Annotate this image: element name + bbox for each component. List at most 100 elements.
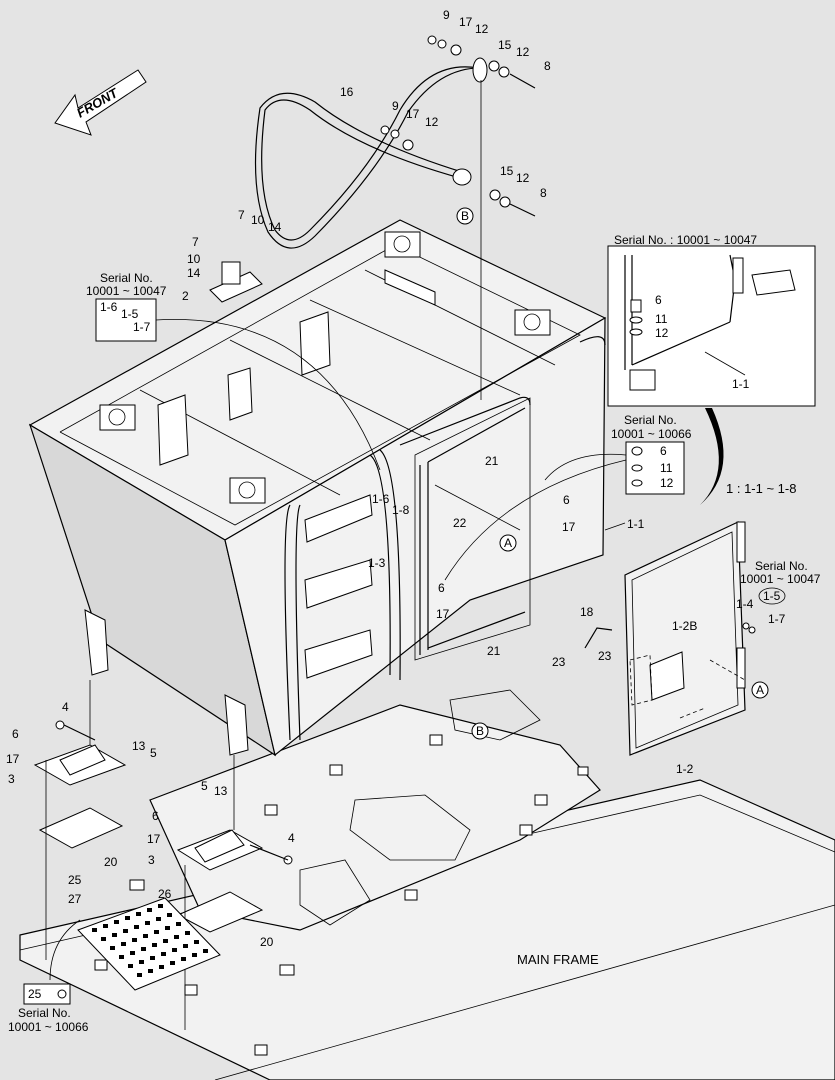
callout-6b: 6 xyxy=(438,581,445,595)
serial-top-left-part-16: 1-6 xyxy=(100,300,118,314)
serial-top-left-part-15: 1-5 xyxy=(121,307,139,321)
step-hole xyxy=(110,946,115,950)
step-hole xyxy=(158,904,163,908)
step-hole xyxy=(119,955,124,959)
serial-bottom-left-line2: 10001 ~ 10066 xyxy=(8,1020,89,1034)
step-hole xyxy=(147,908,152,912)
serial-mid-right-line2: 10001 ~ 10066 xyxy=(611,427,692,441)
callout-25: 25 xyxy=(68,873,82,887)
step-hole xyxy=(159,965,164,969)
step-hole xyxy=(150,956,155,960)
callout-17f: 17 xyxy=(147,832,161,846)
step-hole xyxy=(101,937,106,941)
callout-6c: 6 xyxy=(12,727,19,741)
inset-panel-label: 1-1 xyxy=(732,377,750,391)
step-hole xyxy=(165,926,170,930)
hinge-right xyxy=(176,755,293,1030)
callout-15b: 15 xyxy=(500,164,514,178)
callout-7b: 7 xyxy=(192,235,199,249)
step-hole xyxy=(132,938,137,942)
callout-10a: 10 xyxy=(251,213,265,227)
step-hole xyxy=(170,961,175,965)
callout-A2: A xyxy=(756,683,764,697)
serial-box-mid-right: Serial No. 10001 ~ 10066 6 11 12 xyxy=(444,413,692,581)
step-hole xyxy=(141,947,146,951)
step-hole xyxy=(143,934,148,938)
step-hole xyxy=(161,952,166,956)
callout-17d: 17 xyxy=(436,607,450,621)
callout-2: 2 xyxy=(182,289,189,303)
step-hole xyxy=(174,935,179,939)
callout-18: 18 xyxy=(580,605,594,619)
serial-mid-right-part-6: 6 xyxy=(660,444,667,458)
callout-17b: 17 xyxy=(406,107,420,121)
inset-bolt xyxy=(629,299,643,336)
inset-serial: Serial No. : 10001 ~ 10047 xyxy=(614,233,757,247)
serial-mid-right-line1: Serial No. xyxy=(624,413,677,427)
callout-1-1: 1-1 xyxy=(627,517,645,531)
step-hole xyxy=(194,940,199,944)
inset-part-6: 6 xyxy=(655,293,662,307)
callout-8a: 8 xyxy=(544,59,551,73)
callout-12b: 12 xyxy=(516,45,530,59)
step-hole xyxy=(154,930,159,934)
serial-box-top-left: Serial No. 10001 ~ 10047 1-6 1-5 1-7 xyxy=(86,271,381,471)
callout-3a: 3 xyxy=(8,772,15,786)
callout-B1: B xyxy=(461,209,469,223)
callout-9b: 9 xyxy=(392,99,399,113)
front-arrow: FRONT xyxy=(54,69,147,136)
step-hole xyxy=(156,917,161,921)
step-hole xyxy=(136,912,141,916)
callout-3b: 3 xyxy=(148,853,155,867)
serial-box-bottom-left: 25 Serial No. 10001 ~ 10066 xyxy=(8,919,89,1034)
main-frame-label: MAIN FRAME xyxy=(517,952,599,967)
callout-20b: 20 xyxy=(260,935,274,949)
serial-bottom-left-line1: Serial No. xyxy=(18,1006,71,1020)
step-hole xyxy=(185,931,190,935)
step-hole xyxy=(163,939,168,943)
callout-22: 22 xyxy=(453,516,467,530)
serial-mid-right-part-12: 12 xyxy=(660,476,674,490)
wire-rope xyxy=(254,57,488,400)
callout-9a: 9 xyxy=(443,8,450,22)
callout-17a: 17 xyxy=(459,15,473,29)
callout-1-2: 1-2 xyxy=(676,762,694,776)
guard-frame-box xyxy=(28,219,607,757)
step-plate xyxy=(77,897,221,991)
callout-17e: 17 xyxy=(6,752,20,766)
callout-1-6: 1-6 xyxy=(372,492,390,506)
bolt-group-top xyxy=(380,35,536,217)
callout-4b: 4 xyxy=(288,831,295,845)
step-hole xyxy=(139,960,144,964)
step-hole xyxy=(121,942,126,946)
serial-door-line1: Serial No. xyxy=(755,559,808,573)
step-hole xyxy=(134,925,139,929)
step-hole xyxy=(145,921,150,925)
callout-12a: 12 xyxy=(475,22,489,36)
serial-bottom-left-part-25: 25 xyxy=(28,987,42,1001)
step-hole xyxy=(112,933,117,937)
serial-door-part-17: 1-7 xyxy=(768,612,786,626)
callouts: 9 17 12 15 12 8 16 9 17 12 15 12 8 B 7 1… xyxy=(6,8,769,949)
callout-10b: 10 xyxy=(187,252,201,266)
callout-4a: 4 xyxy=(62,700,69,714)
serial-door-part-15: 1-5 xyxy=(763,589,781,603)
serial-door-part-14: 1-4 xyxy=(736,597,754,611)
callout-21b: 21 xyxy=(487,644,501,658)
callout-1-8: 1-8 xyxy=(392,503,410,517)
callout-13a: 13 xyxy=(132,739,146,753)
step-hole xyxy=(172,948,177,952)
step-hole xyxy=(128,964,133,968)
callout-20a: 20 xyxy=(104,855,118,869)
breakdown-note: 1 : 1-1 ~ 1-8 xyxy=(726,481,796,496)
step-hole xyxy=(192,953,197,957)
step-hole xyxy=(183,944,188,948)
callout-13c: 13 xyxy=(214,784,228,798)
inset-part-11: 11 xyxy=(655,312,668,326)
inset-panel: Serial No. : 10001 ~ 10047 6 11 12 1-1 xyxy=(607,233,816,407)
step-hole xyxy=(114,920,119,924)
step-hole xyxy=(130,951,135,955)
callout-5a: 5 xyxy=(150,746,157,760)
callout-B2: B xyxy=(476,724,484,738)
serial-top-left-part-17: 1-7 xyxy=(133,320,151,334)
